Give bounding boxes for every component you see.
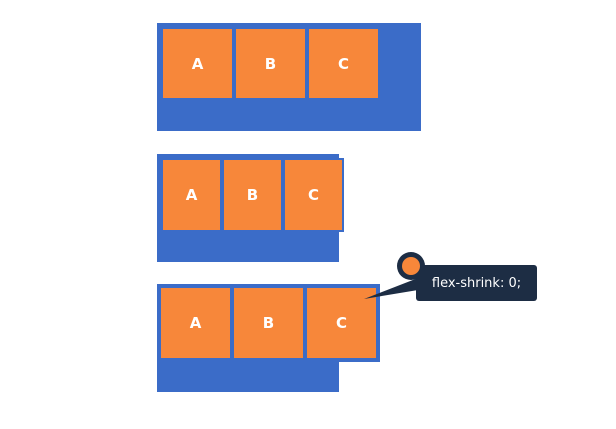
flex-item-a: A: [161, 27, 234, 100]
annotation-marker-icon: [397, 252, 425, 280]
flex-item-c: C: [283, 158, 344, 232]
flex-container-default: A B C: [157, 23, 421, 131]
flex-row: A B C: [161, 27, 380, 100]
annotation-text: flex-shrink: 0;: [431, 275, 522, 291]
flex-container-shrunk: A B C: [157, 154, 344, 262]
flex-item-b: B: [234, 27, 307, 100]
flex-container-no-shrink: A B C: [157, 284, 380, 392]
flex-item-c: C: [305, 286, 378, 360]
flex-item-b: B: [222, 158, 283, 232]
flex-item-c: C: [307, 27, 380, 100]
flex-row-overflowing: A B C: [157, 284, 380, 362]
flex-item-a: A: [161, 158, 222, 232]
marker-dot: [402, 257, 420, 275]
flex-item-a: A: [159, 286, 232, 360]
flex-row: A B C: [161, 158, 344, 232]
flex-item-b: B: [232, 286, 305, 360]
annotation-tooltip: flex-shrink: 0;: [416, 265, 537, 301]
